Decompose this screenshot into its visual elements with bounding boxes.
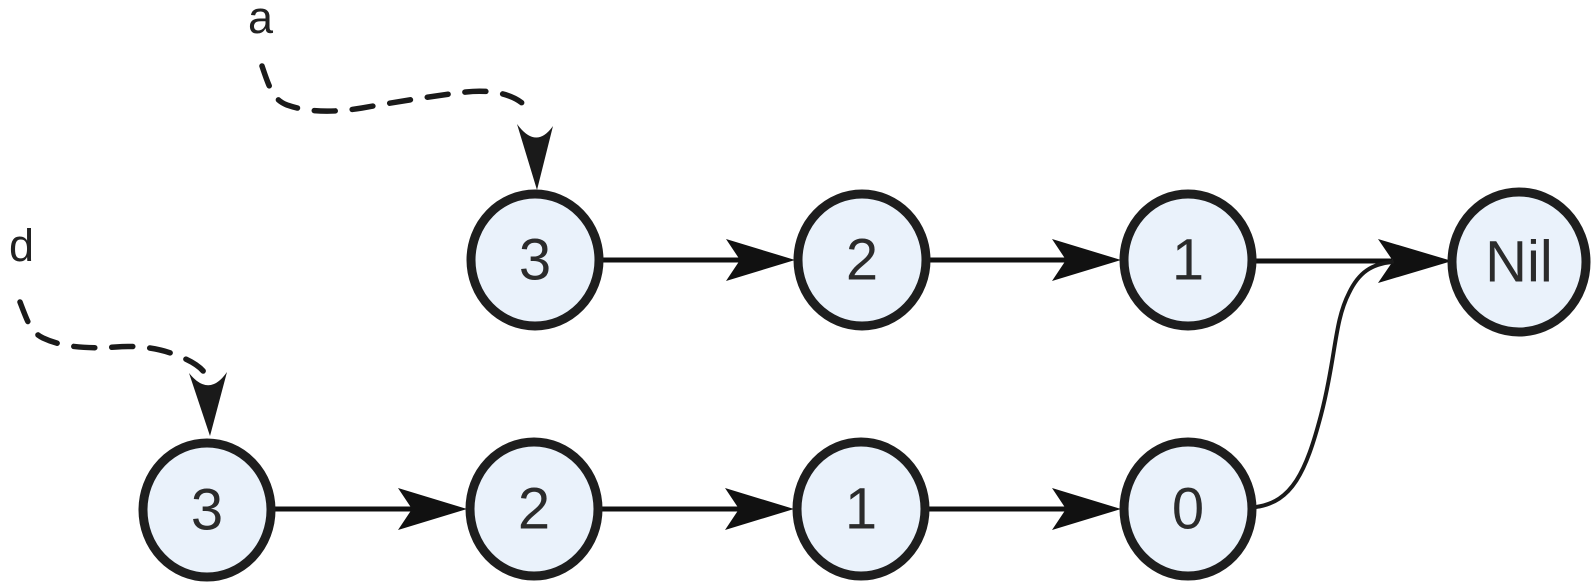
node-circle	[1119, 437, 1257, 581]
pointer-arrowhead-d-icon	[189, 372, 227, 436]
arrowhead-icon	[726, 239, 795, 281]
arrowhead-icon	[1052, 239, 1121, 281]
node-circle	[792, 437, 930, 581]
node-value: 3	[519, 228, 551, 293]
node-d-1: 1	[792, 437, 930, 581]
node-value: 1	[1172, 228, 1204, 293]
arrow-d-0-nil	[1254, 260, 1394, 509]
pointer-arrowhead-a-icon	[517, 124, 553, 190]
node-value: 0	[1172, 477, 1204, 542]
node-d-2: 2	[465, 437, 603, 581]
node-value: 2	[846, 228, 878, 293]
node-d-3: 3	[138, 438, 276, 582]
node-circle	[465, 437, 603, 581]
node-a-3: 3	[466, 189, 604, 331]
node-circle	[1447, 187, 1591, 337]
arrow-d-2-1	[601, 488, 794, 530]
node-value: 2	[518, 477, 550, 542]
arrow-d-3-2	[274, 488, 467, 530]
arrow-d-1-0	[928, 488, 1121, 530]
arrow-a-2-1	[929, 239, 1121, 281]
node-d-0: 0	[1119, 437, 1257, 581]
node-value: 1	[845, 477, 877, 542]
node-a-2: 2	[793, 189, 931, 331]
node-value: Nil	[1485, 230, 1553, 295]
node-nil: Nil	[1447, 187, 1591, 337]
arrowhead-icon	[1052, 488, 1121, 530]
arrowhead-icon	[398, 488, 467, 530]
pointer-label-a: a	[248, 0, 274, 43]
arrowhead-icon	[1378, 239, 1452, 283]
arrow-a-3-2	[602, 239, 795, 281]
pointer-arrow-d	[17, 299, 207, 375]
node-circle	[1119, 189, 1257, 331]
node-a-1: 1	[1119, 189, 1257, 331]
arrow-a-1-nil	[1255, 239, 1452, 283]
pointer-arrow-a	[259, 63, 530, 114]
node-circle	[138, 438, 276, 582]
node-circle	[466, 189, 604, 331]
pointer-label-d: d	[9, 220, 34, 271]
arrowhead-icon	[725, 488, 794, 530]
node-circle	[793, 189, 931, 331]
node-value: 3	[191, 478, 223, 543]
